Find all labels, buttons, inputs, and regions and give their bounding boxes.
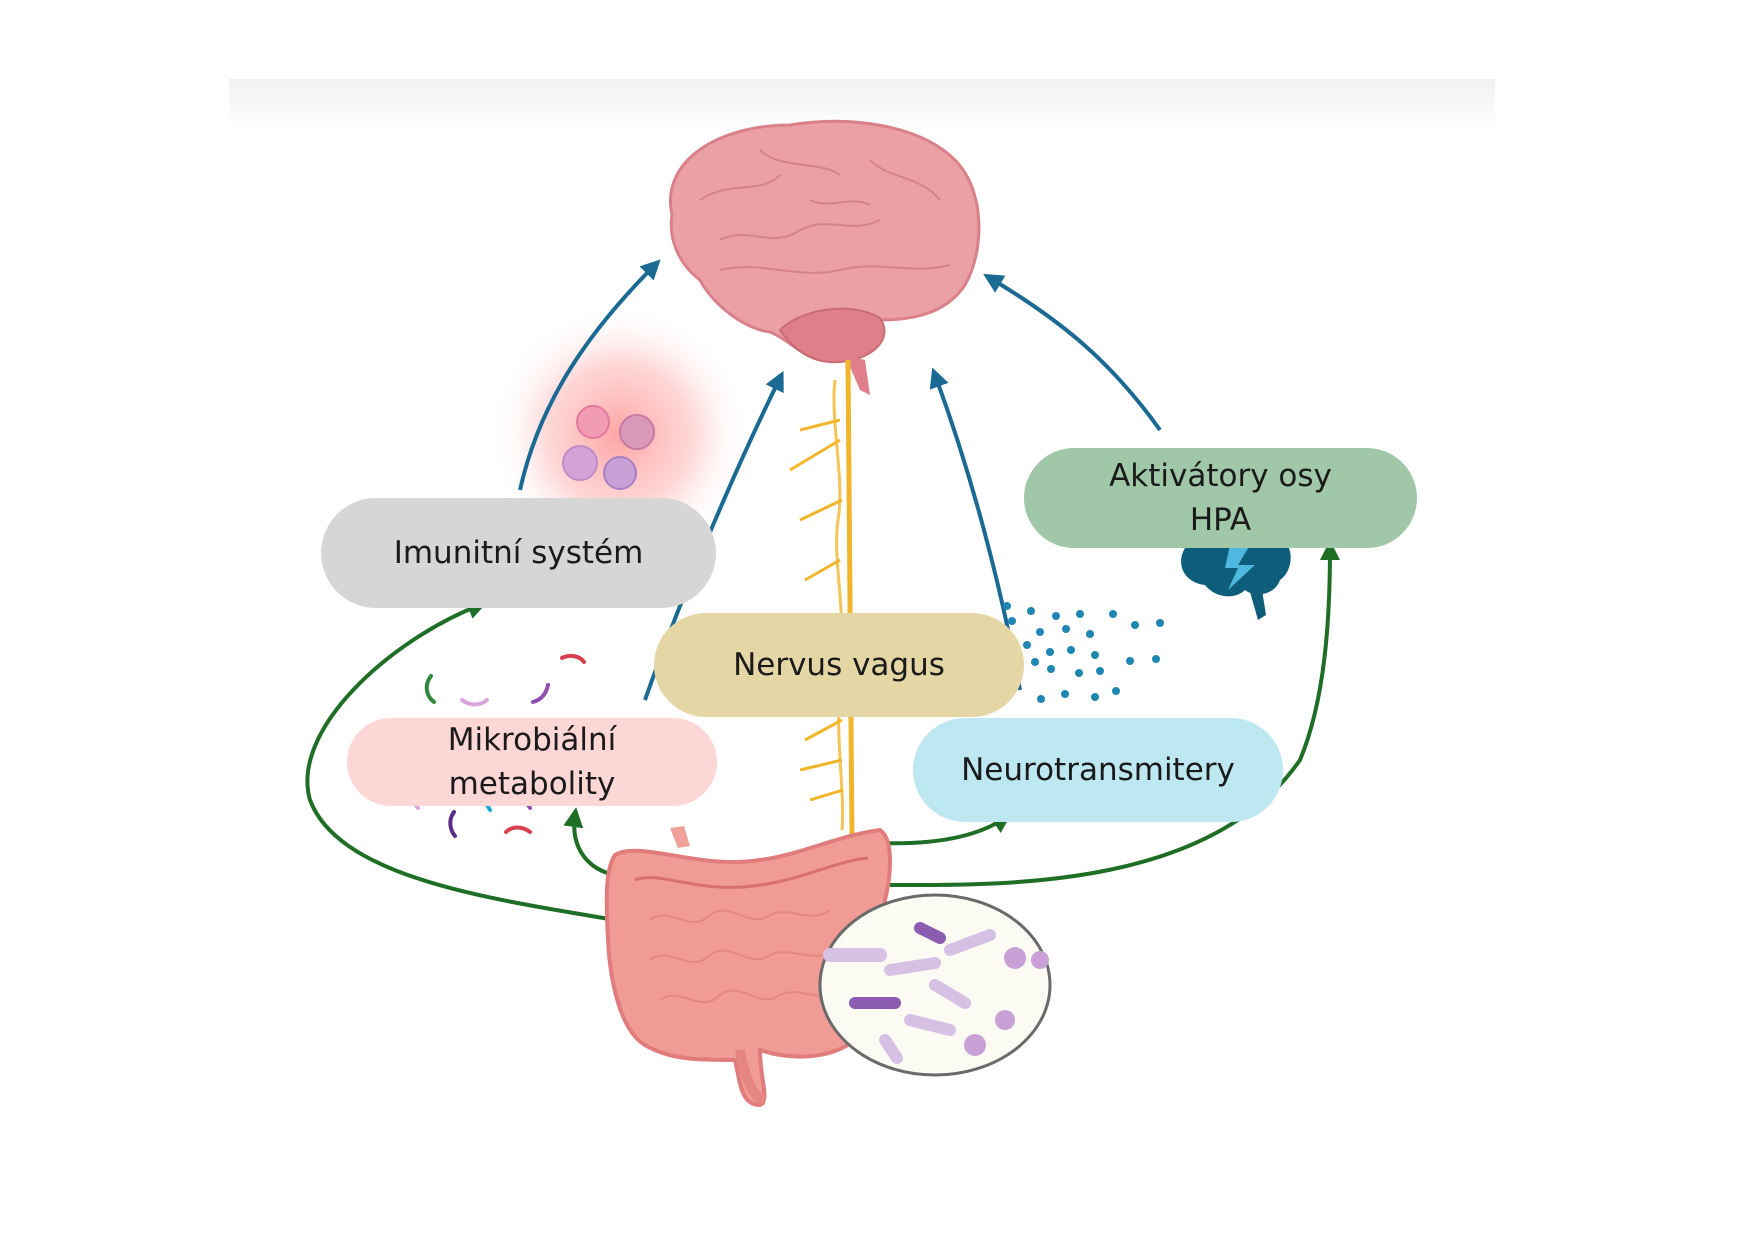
top-shadow-band — [229, 79, 1495, 129]
hpa-activators-text-line2: HPA — [1189, 502, 1252, 538]
microbial-metabolites-text-line2: metabolity — [448, 766, 616, 802]
spinal-nerve-icon — [789, 359, 855, 841]
bacteria-magnifier-icon — [818, 893, 1052, 1077]
microbial-metabolites-text-line1: Mikrobiální — [447, 722, 617, 758]
hpa-activators-text-line1: Aktivátory osy — [1109, 458, 1332, 494]
immune-system-text: Imunitní systém — [393, 535, 644, 571]
hpa-activators-label: Aktivátory osy HPA — [1024, 448, 1417, 548]
vagus-nerve-text: Nervus vagus — [733, 647, 945, 683]
vagus-nerve-label: Nervus vagus — [654, 613, 1024, 717]
intestine-icon — [604, 826, 892, 1108]
brain-icon — [669, 119, 981, 395]
arrow-immune-to-brain — [518, 259, 661, 491]
metabolite-fragments-icon — [408, 653, 586, 838]
arrow-gut-to-neuro — [879, 813, 1012, 846]
arrow-hpa-to-brain — [983, 273, 1162, 432]
arrow-gut-to-immune — [305, 600, 616, 922]
microbial-metabolites-label: Mikrobiální metabolity — [347, 718, 717, 806]
immune-system-label: Imunitní systém — [321, 498, 716, 608]
neurotransmitters-text: Neurotransmitery — [961, 752, 1235, 788]
neurotransmitter-dots-icon — [1003, 602, 1164, 703]
neurotransmitters-label: Neurotransmitery — [913, 718, 1283, 822]
